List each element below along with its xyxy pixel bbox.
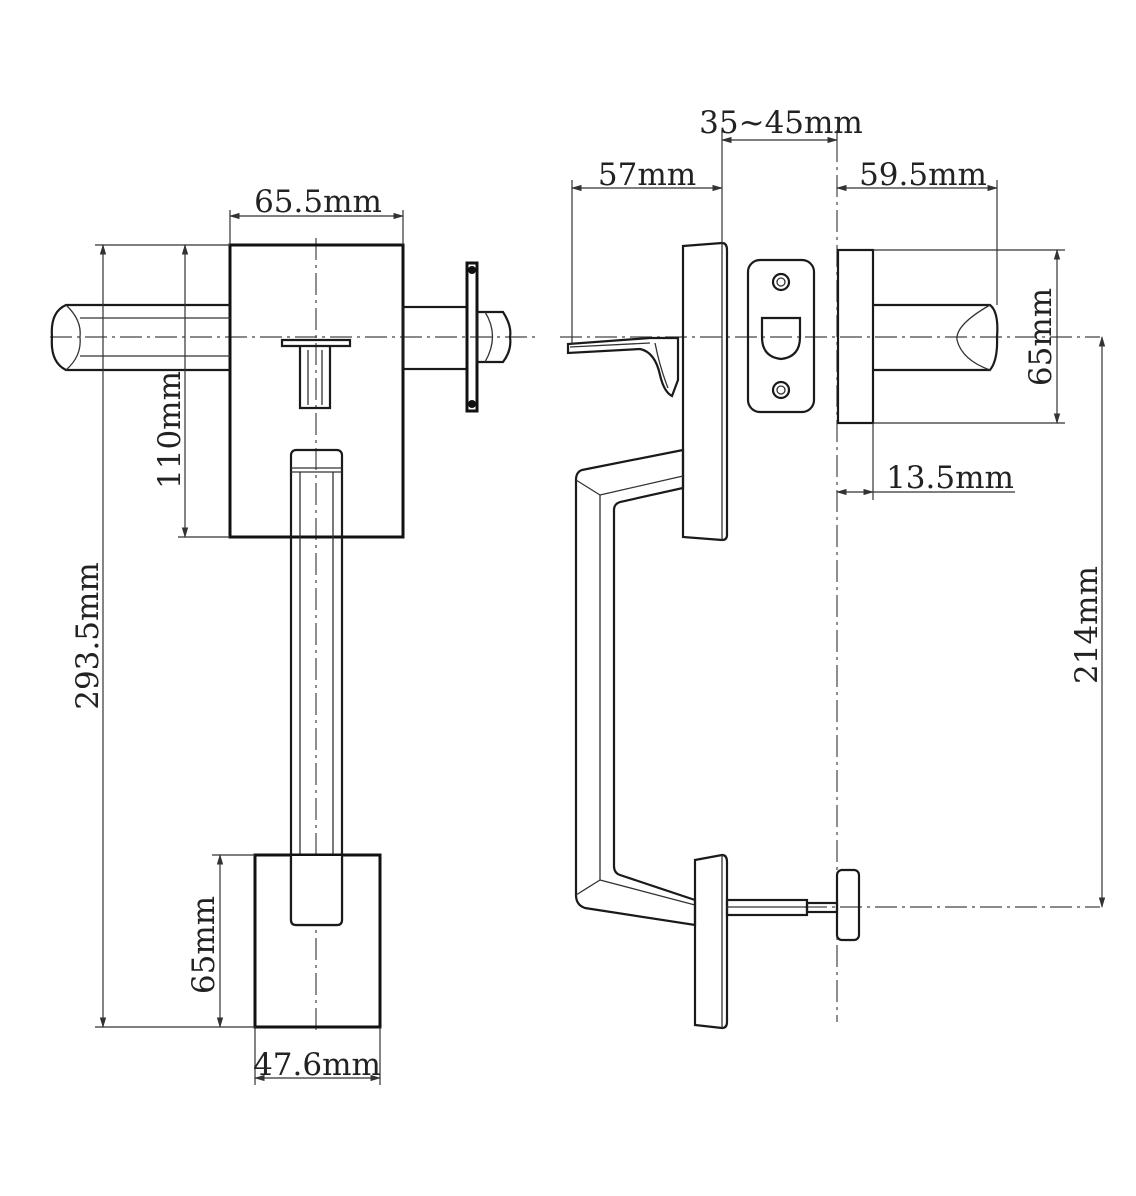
label-side-center-distance: 214mm xyxy=(1069,566,1105,684)
dim-front-width-top: 65.5mm xyxy=(228,184,405,245)
label-side-lever-length: 59.5mm xyxy=(859,157,987,193)
inside-rose xyxy=(836,248,875,425)
thumb-turn-side xyxy=(725,868,861,942)
front-view: 65.5mm 293.5mm 110mm 65mm 47.6mm xyxy=(50,184,540,1085)
dim-side-door-thickness: 35~45mm xyxy=(699,105,863,243)
outside-escutcheon-side xyxy=(681,241,729,542)
lower-escutcheon-side xyxy=(693,853,729,1030)
label-front-lower-height: 65mm xyxy=(186,896,222,994)
label-side-rose-thickness: 13.5mm xyxy=(886,460,1014,496)
label-front-upper-height: 110mm xyxy=(152,371,188,489)
dim-front-upper-height: 110mm xyxy=(152,243,230,539)
dim-side-rose-thickness: 13.5mm xyxy=(835,423,1015,500)
dim-front-lower-height: 65mm xyxy=(186,853,255,1029)
dim-front-overall-height: 293.5mm xyxy=(70,243,255,1029)
dim-side-center-distance: 214mm xyxy=(1069,335,1106,909)
thumb-piece xyxy=(280,338,352,410)
grip-handle-side xyxy=(574,448,697,927)
outside-lever-side xyxy=(566,336,680,398)
lower-escutcheon xyxy=(253,853,382,1029)
label-front-lower-width: 47.6mm xyxy=(253,1047,381,1083)
label-side-rose-diameter: 65mm xyxy=(1023,288,1059,386)
upper-escutcheon xyxy=(228,243,405,539)
latch-faceplate xyxy=(746,258,816,414)
dim-side-lever-length: 59.5mm xyxy=(835,157,999,305)
inside-lever-side xyxy=(873,303,999,372)
side-view: 35~45mm 57mm 59.5mm 65mm 13.5mm xyxy=(560,105,1106,1030)
right-lever-stub xyxy=(401,261,512,413)
dim-front-lower-width: 47.6mm xyxy=(253,1027,382,1085)
label-front-width-top: 65.5mm xyxy=(254,184,382,220)
label-side-projection: 57mm xyxy=(598,157,696,193)
label-side-door-thickness: 35~45mm xyxy=(699,105,863,141)
dim-side-projection: 57mm xyxy=(570,157,724,344)
label-front-overall-height: 293.5mm xyxy=(70,562,106,710)
dim-side-rose-diameter: 65mm xyxy=(873,248,1065,425)
